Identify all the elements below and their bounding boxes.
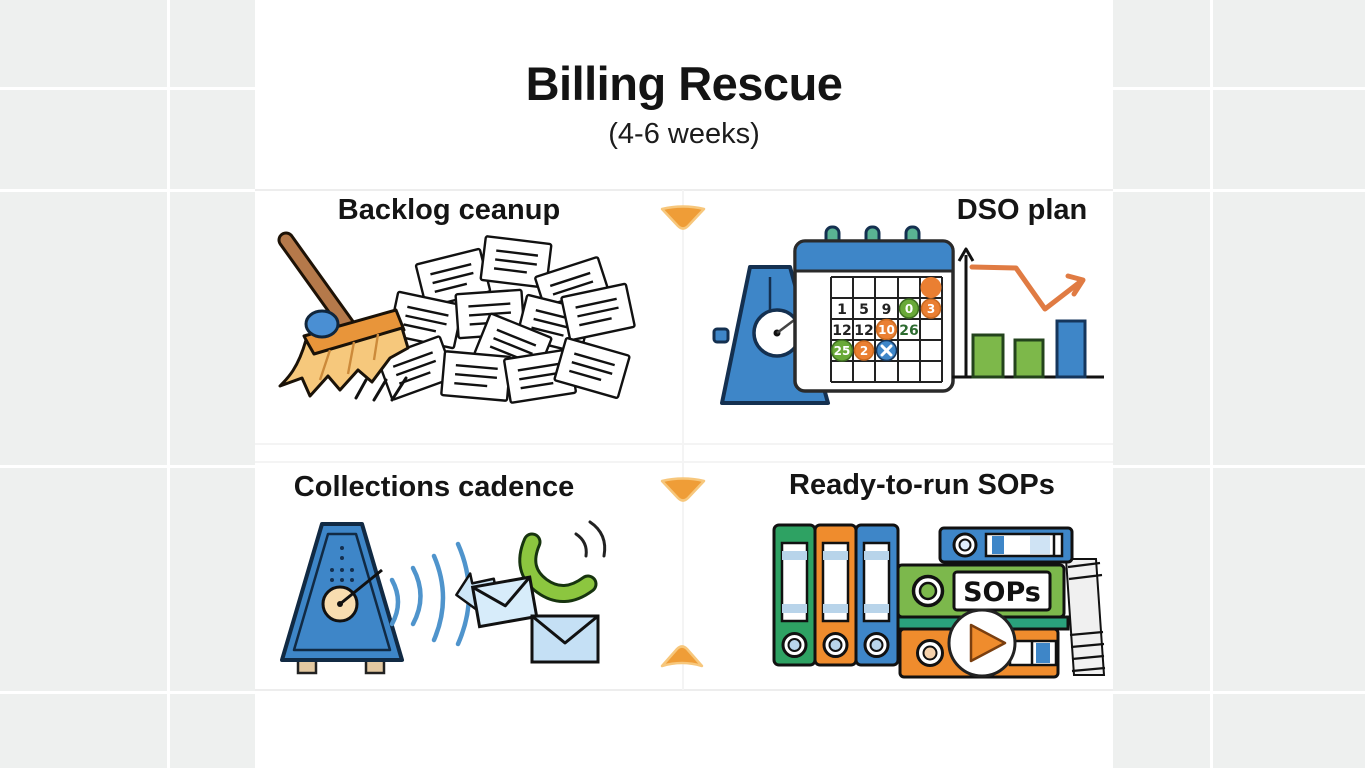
row-divider [255, 189, 1113, 191]
label-ready-to-run-sops: Ready-to-run SOPs [789, 469, 1055, 501]
calendar-day: 3 [927, 302, 935, 316]
calendar-day: 1 [837, 302, 847, 318]
metronome-phone-envelopes-icon [280, 520, 607, 675]
calendar-day: 12 [832, 323, 851, 339]
broom-sweeping-papers-icon [277, 231, 636, 404]
play-button-icon [947, 608, 1017, 678]
sops-label: SOPs [963, 577, 1041, 608]
broom-icon [277, 231, 410, 402]
calendar-day: 9 [882, 302, 892, 318]
binders-sops-play-icon: SOPs [772, 523, 1106, 679]
row-divider [255, 461, 1113, 463]
vertical-binders-icon [772, 523, 900, 667]
label-collections-cadence: Collections cadence [293, 471, 575, 503]
bg-grid-vline [1210, 0, 1213, 768]
bg-grid-vline [167, 0, 170, 768]
envelopes-icon [455, 572, 600, 664]
calendar-day: 5 [859, 302, 869, 318]
column-divider [682, 190, 684, 690]
label-backlog-cleanup: Backlog ceanup [337, 194, 561, 226]
arrow-down-icon [660, 205, 706, 230]
metronome-calendar-trend-chart-icon: 1 5 9 0 3 12 12 10 26 25 2 [712, 225, 1104, 405]
trend-chart-icon [952, 247, 1104, 379]
calendar-day: 10 [878, 323, 895, 337]
paper-pile-icon [376, 235, 636, 404]
orange-binder [898, 627, 1060, 679]
page-edges [1064, 558, 1106, 676]
row-divider [255, 689, 1113, 691]
calendar-day: 25 [834, 344, 851, 358]
page-subtitle: (4-6 weeks) [608, 118, 760, 150]
label-dso-plan: DSO plan [956, 194, 1088, 226]
sweep-motion-lines [354, 376, 408, 402]
row-divider [255, 443, 1113, 445]
metronome-icon [280, 522, 404, 675]
arrow-up-icon [660, 645, 704, 668]
phone-icon [518, 520, 607, 603]
calendar-icon: 1 5 9 0 3 12 12 10 26 25 2 [793, 225, 955, 393]
horizontal-binders-icon: SOPs [896, 526, 1074, 679]
blue-binder [938, 526, 1074, 564]
calendar-day: 12 [854, 323, 873, 339]
ring-signal-icon [574, 520, 607, 558]
arrow-down-icon [660, 477, 706, 502]
calendar-day: 26 [899, 323, 918, 339]
content-panel: Billing Rescue (4-6 weeks) Backlog ceanu… [255, 0, 1113, 768]
calendar-day: 0 [905, 302, 913, 316]
pinwheel-mark-icon [880, 344, 893, 357]
page-title: Billing Rescue [525, 57, 843, 110]
calendar-day: 2 [860, 344, 868, 358]
